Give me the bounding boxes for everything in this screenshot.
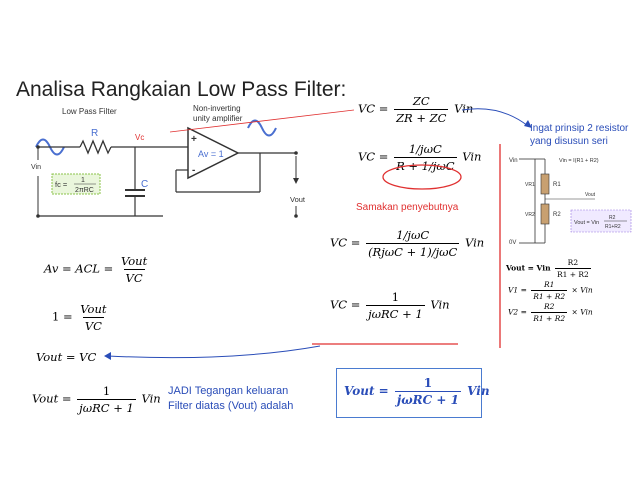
label-vin: Vin	[31, 164, 41, 171]
svg-text:R1+R2: R1+R2	[605, 224, 621, 230]
svg-text:-: -	[192, 165, 195, 176]
arrow-to-note	[461, 108, 532, 128]
label-non-inverting: Non-inverting	[193, 104, 241, 113]
op-amp	[187, 126, 240, 180]
svg-text:R1: R1	[553, 182, 561, 188]
center-eq-common-denominator: VC = 1/jωC(RjωC + 1)/jωC Vin	[330, 228, 485, 259]
answer-box	[336, 368, 482, 418]
label-gain: Av = 1	[198, 149, 224, 159]
svg-text:VR2: VR2	[525, 212, 535, 218]
highlight-ellipse	[382, 164, 462, 190]
series-resistor-diagram: Vin 0V R1 R2 VR1 VR2 Vout Vin = I(R1 + R…	[505, 150, 633, 250]
svg-text:2πRC: 2πRC	[75, 187, 94, 194]
label-vc: Vc	[135, 133, 144, 142]
label-vout: Vout	[290, 195, 306, 204]
svg-text:Vout = Vin: Vout = Vin	[574, 220, 599, 226]
resistor-r	[79, 139, 112, 155]
svg-text:Vin = I(R1 + R2): Vin = I(R1 + R2)	[559, 158, 599, 164]
resistor-r2	[540, 203, 550, 225]
svg-text:+: +	[191, 134, 197, 145]
svg-text:R2: R2	[553, 212, 561, 218]
svg-text:VR1: VR1	[525, 182, 535, 188]
slide-title: Analisa Rangkaian Low Pass Filter:	[16, 78, 347, 101]
red-bracket	[499, 144, 501, 348]
svg-text:Vout: Vout	[585, 192, 596, 198]
conclusion-text: JADI Tegangan keluaran Filter diatas (Vo…	[168, 385, 294, 412]
left-eq-vout-equals-vc: Vout = VC	[36, 350, 97, 364]
arrow-to-vout-equals-vc	[104, 343, 458, 360]
low-pass-circuit-diagram: Low Pass Filter Non-inverting unity ampl…	[31, 104, 306, 218]
label-c: C	[141, 179, 148, 190]
accent-line-title	[169, 109, 355, 133]
svg-text:R2: R2	[609, 215, 616, 221]
svg-text:1: 1	[81, 177, 85, 184]
svg-text:0V: 0V	[509, 240, 516, 246]
label-unity: unity amplifier	[193, 114, 243, 123]
note-series-resistors: Ingat prinsip 2 resistor yang disusun se…	[530, 123, 629, 147]
svg-text:Vin: Vin	[509, 158, 518, 164]
label-low-pass: Low Pass Filter	[62, 107, 117, 116]
resistor-r1	[540, 173, 550, 195]
label-r: R	[91, 128, 98, 139]
note-same-denominator: Samakan penyebutnya	[356, 202, 459, 213]
svg-text:fc =: fc =	[55, 180, 68, 189]
